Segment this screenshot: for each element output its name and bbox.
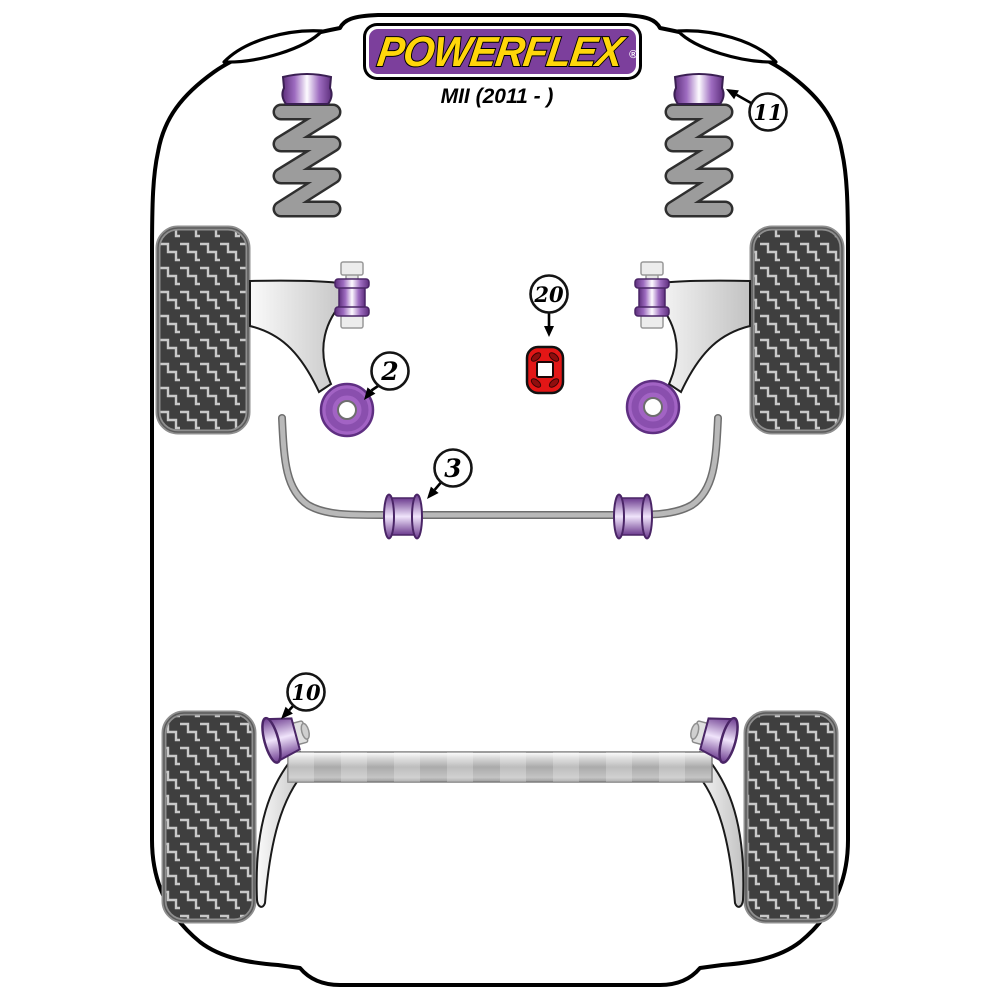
arrow-icon bbox=[726, 89, 739, 100]
arrow-icon bbox=[364, 387, 376, 400]
model-label: MII (2011 - ) bbox=[441, 85, 554, 108]
front-right-tire bbox=[749, 225, 845, 435]
callout-3: 3 bbox=[427, 448, 473, 499]
front-left-tire bbox=[155, 225, 251, 435]
front-right-arm-front-bushing bbox=[634, 261, 670, 329]
svg-text:11: 11 bbox=[753, 100, 782, 125]
powerflex-logo: POWERFLEX ® bbox=[363, 23, 642, 80]
rear-right-tire bbox=[743, 710, 839, 924]
brand-name: POWERFLEX bbox=[375, 28, 629, 75]
left-mirror-icon bbox=[222, 29, 324, 64]
front-anti-roll-bar bbox=[278, 414, 722, 520]
front-right-arm-rear-bushing bbox=[625, 379, 681, 435]
car-body-outline bbox=[150, 13, 850, 987]
front-left-arm-rear-bushing bbox=[319, 382, 375, 438]
svg-text:10: 10 bbox=[291, 680, 321, 705]
front-left-arm-front-bushing bbox=[334, 261, 370, 329]
front-right-spring bbox=[664, 73, 734, 218]
rear-beam-axle bbox=[287, 751, 713, 783]
rear-left-tire bbox=[161, 710, 257, 924]
svg-text:2: 2 bbox=[380, 357, 398, 386]
svg-text:3: 3 bbox=[444, 454, 461, 483]
callout-2: 2 bbox=[364, 351, 410, 400]
rear-left-beam-bushing bbox=[261, 716, 310, 764]
arb-right-bushing bbox=[613, 493, 653, 540]
callout-11: 11 bbox=[726, 89, 788, 132]
registered-mark: ® bbox=[629, 49, 638, 61]
rear-right-beam-bushing bbox=[690, 716, 739, 764]
front-right-top-mount-bushing bbox=[673, 73, 725, 105]
arrow-icon bbox=[427, 486, 439, 499]
front-left-spring bbox=[272, 73, 342, 218]
arrow-icon bbox=[544, 326, 554, 337]
arb-left-bushing bbox=[383, 493, 423, 540]
engine-mount-insert bbox=[525, 345, 565, 395]
callout-10: 10 bbox=[281, 672, 326, 719]
svg-text:20: 20 bbox=[533, 282, 564, 307]
arrow-icon bbox=[281, 706, 293, 719]
callout-20: 20 bbox=[529, 274, 569, 337]
front-left-top-mount-bushing bbox=[281, 73, 333, 105]
right-mirror-icon bbox=[676, 29, 778, 64]
